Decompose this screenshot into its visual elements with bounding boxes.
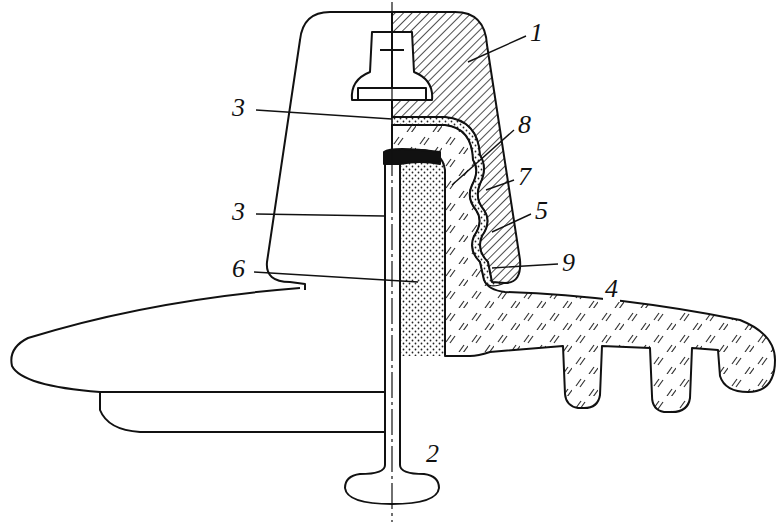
callout-number: 2 bbox=[424, 441, 441, 467]
callout-number: 4 bbox=[603, 276, 620, 302]
callout-number: 3 bbox=[230, 199, 247, 225]
callout-number: 5 bbox=[533, 198, 550, 224]
callout-number: 1 bbox=[528, 20, 545, 46]
callout-number: 8 bbox=[516, 112, 533, 138]
callout-number: 9 bbox=[560, 250, 577, 276]
callout-number: 3 bbox=[230, 95, 247, 121]
callout-number: 6 bbox=[230, 256, 247, 282]
callout-number: 7 bbox=[516, 164, 533, 190]
